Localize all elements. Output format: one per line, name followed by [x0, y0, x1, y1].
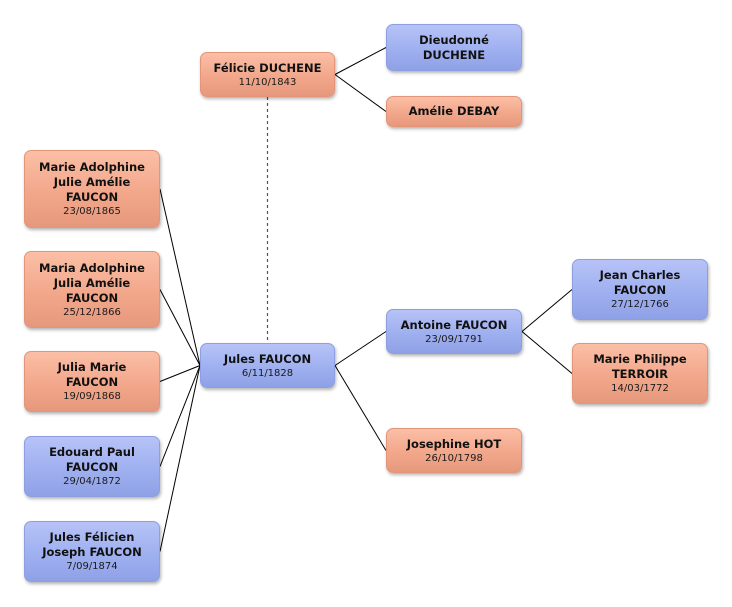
link-jules-child3 — [159, 365, 201, 382]
person-birth-date: 23/08/1865 — [63, 206, 121, 217]
person-name: Edouard Paul FAUCON — [49, 445, 135, 474]
person-name: Maria Adolphine Julia Amélie FAUCON — [39, 260, 145, 305]
person-name: Antoine FAUCON — [400, 317, 508, 332]
person-name: Amélie DEBAY — [408, 104, 500, 118]
person-node-edouard-paul-faucon[interactable]: Edouard Paul FAUCON 29/04/1872 — [24, 436, 160, 497]
person-node-josephine-hot[interactable]: Josephine HOT 26/10/1798 — [386, 428, 522, 473]
person-node-marie-adolphine-faucon[interactable]: Marie Adolphine Julie Amélie FAUCON 23/0… — [24, 150, 160, 228]
link-jules-child5 — [159, 365, 201, 552]
person-node-marie-philippe-terroir[interactable]: Marie Philippe TERROIR 14/03/1772 — [572, 343, 708, 404]
link-felicie-amelie — [334, 74, 387, 112]
link-jules-child1 — [159, 188, 201, 366]
link-jules-josephine — [334, 365, 387, 451]
person-node-julia-marie-faucon[interactable]: Julia Marie FAUCON 19/09/1868 — [24, 351, 160, 412]
link-felicie-dieudonne — [334, 47, 387, 75]
person-birth-date: 6/11/1828 — [241, 367, 294, 379]
person-node-jules-faucon[interactable]: Jules FAUCON 6/11/1828 — [200, 343, 335, 388]
person-name: Jules FAUCON — [223, 351, 312, 366]
person-name: Dieudonné DUCHENE — [419, 32, 489, 62]
person-node-jean-charles-faucon[interactable]: Jean Charles FAUCON 27/12/1766 — [572, 259, 708, 320]
person-name: Jules Félicien Joseph FAUCON — [42, 530, 142, 559]
person-name: Josephine HOT — [406, 436, 502, 451]
person-node-maria-adolphine-faucon[interactable]: Maria Adolphine Julia Amélie FAUCON 25/1… — [24, 251, 160, 328]
person-birth-date: 7/09/1874 — [66, 561, 118, 572]
person-birth-date: 19/09/1868 — [63, 391, 121, 402]
person-name: Marie Adolphine Julie Amélie FAUCON — [39, 160, 145, 204]
person-birth-date: 26/10/1798 — [425, 452, 483, 464]
person-birth-date: 14/03/1772 — [611, 383, 669, 394]
link-antoine-mariephilippe — [521, 331, 573, 374]
link-antoine-jeancharles — [521, 289, 573, 332]
link-jules-child4 — [159, 365, 201, 467]
person-name: Marie Philippe TERROIR — [593, 352, 687, 381]
person-name: Félicie DUCHENE — [213, 60, 322, 75]
link-jules-antoine — [334, 331, 387, 366]
person-birth-date: 29/04/1872 — [63, 476, 121, 487]
person-name: Julia Marie FAUCON — [57, 360, 127, 389]
person-birth-date: 27/12/1766 — [611, 299, 669, 310]
person-node-antoine-faucon[interactable]: Antoine FAUCON 23/09/1791 — [386, 309, 522, 354]
person-node-felicie-duchene[interactable]: Félicie DUCHENE 11/10/1843 — [200, 52, 335, 97]
person-birth-date: 25/12/1866 — [63, 306, 121, 318]
person-birth-date: 11/10/1843 — [238, 76, 297, 88]
person-name: Jean Charles FAUCON — [599, 268, 681, 297]
person-node-jules-felicien-faucon[interactable]: Jules Félicien Joseph FAUCON 7/09/1874 — [24, 521, 160, 582]
person-birth-date: 23/09/1791 — [425, 333, 483, 345]
person-node-dieudonne-duchene[interactable]: Dieudonné DUCHENE — [386, 24, 522, 71]
link-jules-child2 — [159, 289, 201, 366]
person-node-amelie-debay[interactable]: Amélie DEBAY — [386, 96, 522, 127]
